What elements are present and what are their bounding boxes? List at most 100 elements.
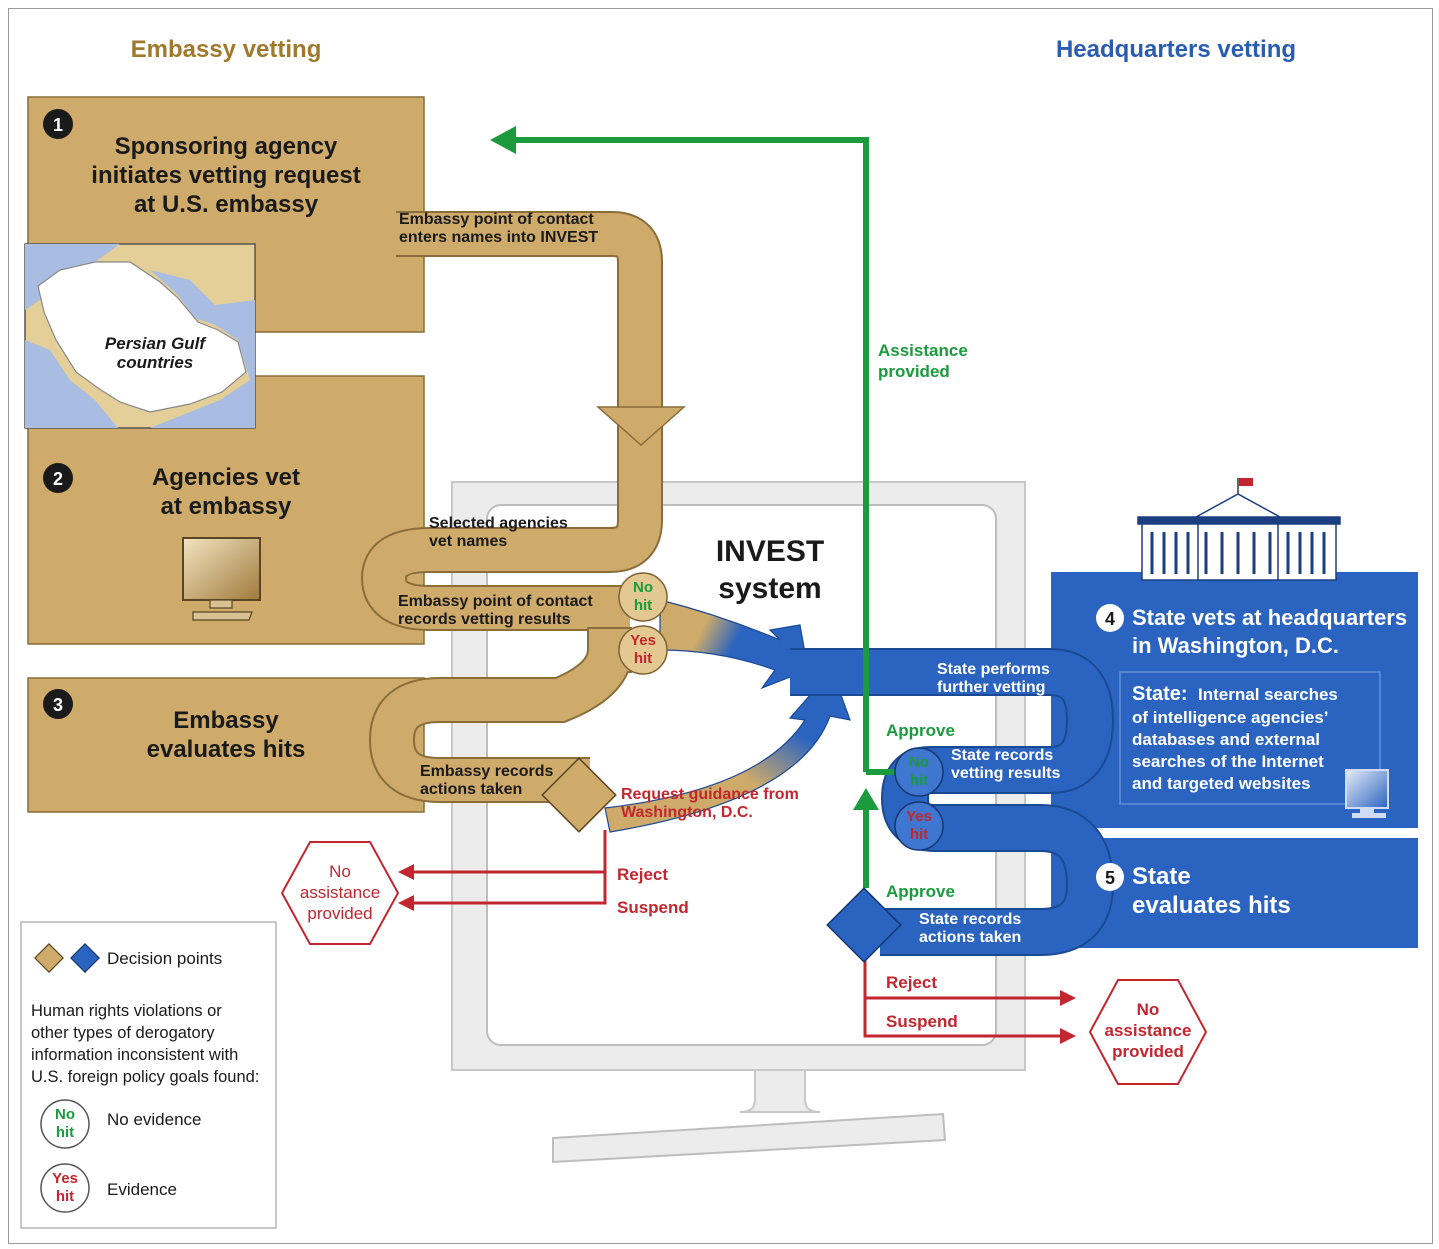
- svg-text:Embassy point of contact: Embassy point of contact: [399, 211, 594, 228]
- svg-text:Approve: Approve: [886, 721, 955, 740]
- white-house-icon: [1137, 478, 1341, 581]
- svg-text:Suspend: Suspend: [617, 898, 689, 917]
- no-assistance-hexagon-right: No assistance provided: [1088, 979, 1208, 1085]
- svg-text:Washington, D.C.: Washington, D.C.: [621, 804, 753, 821]
- svg-text:Human rights violations or: Human rights violations or: [31, 1002, 222, 1020]
- svg-text:Reject: Reject: [617, 865, 668, 884]
- svg-text:initiates vetting request: initiates vetting request: [91, 162, 360, 189]
- green-labels: Assistance provided Approve Approve: [878, 341, 968, 901]
- map-label-line1: Persian Gulf: [105, 334, 207, 353]
- svg-text:State records: State records: [951, 747, 1053, 764]
- svg-text:databases and external: databases and external: [1132, 730, 1320, 749]
- svg-text:hit: hit: [56, 1188, 74, 1205]
- state-searches-text: State: Internal searches of intelligence…: [1132, 683, 1338, 793]
- state-decision-point: [826, 887, 902, 963]
- svg-text:Approve: Approve: [886, 882, 955, 901]
- reject-suspend-left: [410, 830, 607, 905]
- svg-text:and targeted websites: and targeted websites: [1132, 774, 1311, 793]
- step5-label: 5 State evaluates hits: [1096, 863, 1291, 919]
- map-label-line2: countries: [117, 353, 194, 372]
- svg-text:No: No: [633, 579, 653, 596]
- legend-tan-diamond: [34, 943, 64, 973]
- headquarters-vetting-header: Headquarters vetting: [1056, 36, 1296, 63]
- embassy-vetting-header: Embassy vetting: [131, 36, 322, 63]
- svg-text:5: 5: [1105, 868, 1115, 888]
- svg-text:Yes: Yes: [630, 632, 656, 649]
- svg-text:records vetting results: records vetting results: [398, 611, 571, 628]
- svg-text:hit: hit: [634, 597, 652, 614]
- svg-text:actions taken: actions taken: [919, 929, 1021, 946]
- guidance-label: Request guidance from Washington, D.C.: [621, 786, 799, 821]
- svg-text:assistance: assistance: [300, 883, 380, 902]
- svg-text:Selected agencies: Selected agencies: [429, 515, 568, 532]
- legend-yes-hit-badge: [40, 1163, 90, 1213]
- embassy-decision-point: [541, 757, 617, 833]
- svg-text:Suspend: Suspend: [886, 1012, 958, 1031]
- svg-text:provided: provided: [878, 362, 950, 381]
- svg-text:further vetting: further vetting: [937, 679, 1045, 696]
- svg-text:Embassy: Embassy: [173, 707, 279, 734]
- svg-text:of intelligence agencies’: of intelligence agencies’: [1132, 708, 1329, 727]
- svg-text:State: State: [1132, 863, 1191, 890]
- svg-text:Yes: Yes: [52, 1170, 78, 1187]
- svg-text:State: Internal searches: State: Internal searches: [1132, 683, 1338, 705]
- svg-text:1: 1: [53, 115, 63, 135]
- legend-decision-label: Decision points: [107, 949, 222, 968]
- svg-text:hit: hit: [56, 1124, 74, 1141]
- no-hit-arrow: [659, 599, 809, 690]
- svg-text:3: 3: [53, 695, 63, 715]
- svg-text:other types of derogatory: other types of derogatory: [31, 1024, 215, 1042]
- flow-labels-state: State performs further vetting State rec…: [919, 661, 1060, 946]
- svg-text:No: No: [55, 1106, 75, 1123]
- svg-text:hit: hit: [634, 650, 652, 667]
- persian-gulf-map: Persian Gulf countries: [24, 243, 256, 429]
- invest-title-line2: system: [718, 572, 821, 605]
- flow-labels-embassy: Embassy point of contact enters names in…: [398, 211, 598, 798]
- svg-text:in Washington, D.C.: in Washington, D.C.: [1132, 633, 1339, 658]
- embassy-no-hit-badge: No hit: [618, 572, 668, 622]
- svg-text:State vets at headquarters: State vets at headquarters: [1132, 605, 1407, 630]
- svg-text:information inconsistent with: information inconsistent with: [31, 1046, 238, 1064]
- svg-text:enters names into INVEST: enters names into INVEST: [399, 229, 598, 246]
- svg-text:Embassy point of contact: Embassy point of contact: [398, 593, 593, 610]
- svg-text:actions taken: actions taken: [420, 781, 522, 798]
- step2-label: 2 Agencies vet at embassy: [43, 463, 300, 520]
- state-no-hit-badge: No hit: [894, 747, 944, 797]
- svg-text:State performs: State performs: [937, 661, 1050, 678]
- invest-title-line1: INVEST: [716, 535, 824, 568]
- computer-icon: [1345, 769, 1389, 818]
- svg-text:Yes: Yes: [906, 808, 932, 825]
- svg-text:Sponsoring agency: Sponsoring agency: [115, 133, 338, 160]
- svg-text:at U.S. embassy: at U.S. embassy: [134, 191, 319, 218]
- legend: Decision points Human rights violations …: [20, 921, 277, 1229]
- headquarters-flow-band: [790, 648, 1115, 956]
- legend-blue-diamond: [70, 943, 100, 973]
- figure-frame: [8, 8, 1433, 1244]
- svg-text:Embassy records: Embassy records: [420, 763, 554, 780]
- svg-text:Agencies vet: Agencies vet: [152, 464, 300, 491]
- svg-text:4: 4: [1105, 609, 1115, 629]
- step3-box: [27, 677, 425, 813]
- no-assistance-hexagon-left: No assistance provided: [280, 841, 400, 945]
- svg-text:Reject: Reject: [886, 973, 937, 992]
- svg-text:provided: provided: [1112, 1042, 1184, 1061]
- svg-text:provided: provided: [307, 904, 372, 923]
- state-yes-hit-badge: Yes hit: [894, 801, 944, 851]
- computer-icon: [182, 537, 261, 621]
- step4-label: 4 State vets at headquarters in Washingt…: [1096, 604, 1407, 658]
- svg-text:U.S. foreign policy goals foun: U.S. foreign policy goals found:: [31, 1068, 259, 1086]
- svg-text:Assistance: Assistance: [878, 341, 968, 360]
- svg-text:searches of the Internet: searches of the Internet: [1132, 752, 1324, 771]
- assistance-provided-path: [490, 126, 905, 888]
- legend-no-hit-badge: [40, 1099, 90, 1149]
- embassy-flow-band: [360, 211, 686, 803]
- legend-evidence-label: Evidence: [107, 1180, 177, 1199]
- legend-no-evidence-label: No evidence: [107, 1110, 202, 1129]
- svg-text:State records: State records: [919, 911, 1021, 928]
- svg-text:evaluates hits: evaluates hits: [1132, 892, 1291, 919]
- svg-text:hit: hit: [910, 826, 928, 843]
- svg-text:2: 2: [53, 469, 63, 489]
- svg-text:vetting results: vetting results: [951, 765, 1060, 782]
- svg-text:hit: hit: [910, 772, 928, 789]
- red-labels: Reject Suspend Reject Suspend: [617, 865, 958, 1031]
